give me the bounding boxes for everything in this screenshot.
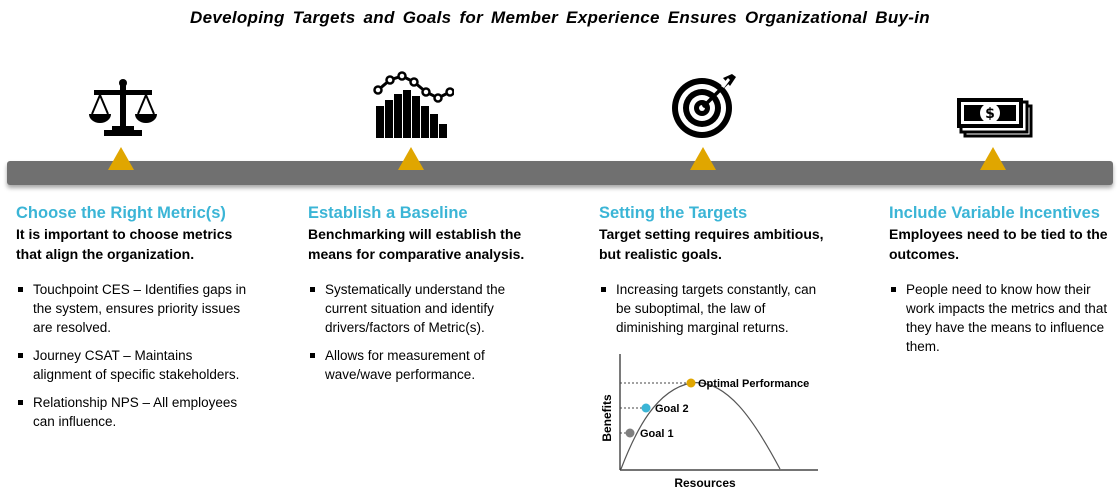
- goal-1-label: Goal 1: [640, 428, 674, 440]
- step-setting-targets: Setting the Targets Target setting requi…: [599, 202, 831, 346]
- step-lead: Employees need to be tied to the outcome…: [889, 226, 1108, 262]
- svg-text:$: $: [985, 106, 995, 122]
- benchmark-chart-icon: [373, 71, 454, 138]
- optimal-label: Optimal Performance: [698, 378, 809, 390]
- timeline-marker-1: [108, 147, 134, 170]
- target-icon: [672, 74, 736, 138]
- goal-1-point: [625, 428, 635, 438]
- timeline-marker-3: [690, 147, 716, 170]
- step-heading: Setting the Targets: [599, 204, 748, 222]
- money-icon: $: [957, 98, 1033, 138]
- step-bullets: People need to know how their work impac…: [889, 280, 1115, 356]
- timeline-bar: [7, 161, 1113, 185]
- scale-icon: [89, 79, 157, 136]
- step-heading: Establish a Baseline: [308, 204, 468, 222]
- step-lead: It is important to choose metrics that a…: [16, 226, 233, 262]
- list-item: Journey CSAT – Maintains alignment of sp…: [16, 346, 248, 384]
- goal-2-label: Goal 2: [655, 403, 689, 415]
- timeline-marker-2: [398, 147, 424, 170]
- step-bullets: Systematically understand the current si…: [308, 280, 540, 384]
- diminishing-returns-chart: Goal 1 Goal 2 Optimal Performance Resour…: [600, 354, 818, 490]
- page-title: Developing Targets and Goals for Member …: [190, 8, 930, 27]
- step-choose-metric: Choose the Right Metric(s) It is importa…: [16, 202, 248, 440]
- list-item: People need to know how their work impac…: [889, 280, 1115, 356]
- list-item: Touchpoint CES – Identifies gaps in the …: [16, 280, 248, 337]
- list-item: Systematically understand the current si…: [308, 280, 540, 337]
- step-establish-baseline: Establish a Baseline Benchmarking will e…: [308, 202, 540, 393]
- step-lead: Target setting requires ambitious, but r…: [599, 226, 824, 262]
- benefit-curve: [620, 382, 781, 470]
- y-axis-label: Benefits: [600, 394, 614, 442]
- step-bullets: Touchpoint CES – Identifies gaps in the …: [16, 280, 248, 431]
- list-item: Increasing targets constantly, can be su…: [599, 280, 831, 337]
- goal-2-point: [641, 403, 651, 413]
- list-item: Relationship NPS – All employees can inf…: [16, 393, 248, 431]
- step-variable-incentives: Include Variable Incentives Employees ne…: [889, 202, 1115, 365]
- list-item: Allows for measurement of wave/wave perf…: [308, 346, 540, 384]
- optimal-point: [686, 378, 696, 388]
- step-bullets: Increasing targets constantly, can be su…: [599, 280, 831, 337]
- step-heading: Choose the Right Metric(s): [16, 204, 226, 222]
- timeline-marker-4: [980, 147, 1006, 170]
- step-heading: Include Variable Incentives: [889, 204, 1100, 222]
- step-lead: Benchmarking will establish the means fo…: [308, 226, 525, 262]
- x-axis-label: Resources: [674, 476, 736, 490]
